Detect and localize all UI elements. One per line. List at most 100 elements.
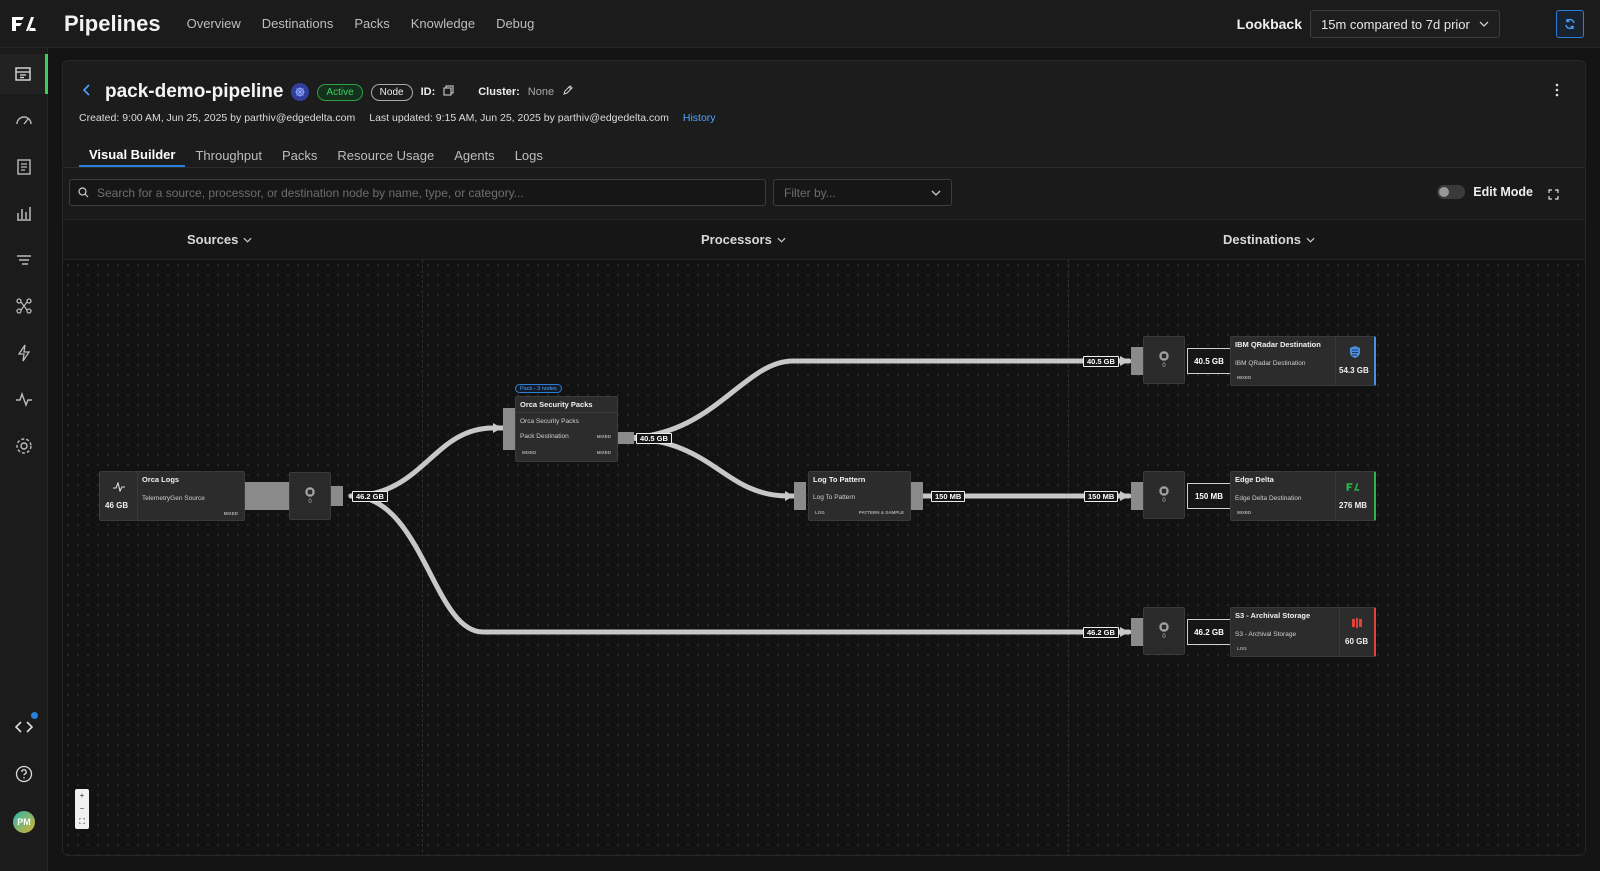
refresh-icon [1565,18,1575,30]
destination-node-edge-delta[interactable]: Edge Delta Edge Delta Destination MIXED … [1230,471,1376,521]
edit-pencil-icon[interactable] [562,83,573,101]
tab-throughput[interactable]: Throughput [195,147,262,163]
destination-chip[interactable]: 0 [1143,607,1185,655]
chevron-down-icon [243,237,252,243]
user-avatar[interactable]: PM [13,811,35,833]
nav-destinations[interactable]: Destinations [261,16,334,31]
cluster-label: Cluster: [478,86,520,98]
type-badge: Node [370,83,413,101]
chip-count: 0 [1162,363,1166,369]
processor-node-log-to-pattern[interactable]: Log To Pattern Log To Pattern LOG PATTER… [808,471,911,521]
rail-pipelines[interactable] [0,54,48,94]
tab-agents[interactable]: Agents [454,147,495,163]
edge-label-to-qradar: 40.5 GB [1083,356,1119,367]
output-port[interactable] [331,486,343,506]
updated-info: Last updated: 9:15 AM, Jun 25, 2025 by p… [369,112,669,124]
pack-output-port[interactable] [618,432,634,444]
s3-input-volume: 46.2 GB [1187,619,1231,645]
fit-view-icon[interactable]: ⛶ [79,817,85,826]
edge-pack-to-pattern [620,435,797,499]
qradar-input-port[interactable] [1131,347,1143,375]
edge-source-to-pack [348,425,506,499]
rail-filters[interactable] [0,240,48,280]
edge-source-to-s3 [348,493,1132,635]
tab-visual-builder[interactable]: Visual Builder [79,143,186,167]
zoom-out-icon[interactable]: − [79,804,85,813]
node-subtitle: TelemetryGen Source [142,495,205,502]
rail-metrics[interactable] [0,193,48,233]
history-link[interactable]: History [682,112,716,124]
rail-graph[interactable] [0,286,48,326]
nav-debug[interactable]: Debug [496,16,535,31]
nav-knowledge[interactable]: Knowledge [410,16,476,31]
node-title: Edge Delta [1235,475,1274,484]
source-node-orca-logs[interactable]: 46 GB Orca Logs TelemetryGen Source MIXE… [99,471,245,521]
destination-node-qradar[interactable]: IBM QRadar Destination IBM QRadar Destin… [1230,336,1376,386]
nav-overview[interactable]: Overview [186,16,241,31]
tab-logs[interactable]: Logs [514,147,543,163]
destination-chip[interactable]: 0 [1143,471,1185,519]
tab-resource-usage[interactable]: Resource Usage [337,147,435,163]
rail-settings[interactable] [0,426,48,466]
gauge-icon [16,116,32,125]
rail-triggers[interactable] [0,333,48,373]
destination-node-s3[interactable]: S3 - Archival Storage S3 - Archival Stor… [1230,607,1376,657]
lightning-icon [17,344,31,362]
edge-label-to-s3: 46.2 GB [1083,627,1119,638]
app-title: Pipelines [64,10,161,36]
lookback-label: Lookback [1236,16,1302,32]
node-title: S3 - Archival Storage [1235,611,1311,620]
edge-delta-logo[interactable] [0,0,48,48]
created-info: Created: 9:00 AM, Jun 25, 2025 by parthi… [79,112,356,124]
cpu-icon [1159,486,1169,496]
sources-column-header[interactable]: Sources [187,232,252,247]
refresh-button[interactable] [1556,10,1584,38]
filter-select[interactable]: Filter by... [773,179,952,206]
pack-badge[interactable]: Pack - 3 nodes [515,384,562,393]
tab-packs[interactable]: Packs [281,147,318,163]
more-options-icon[interactable] [1555,83,1559,102]
node-title: Log To Pattern [813,475,866,484]
processor-chip[interactable]: 0 [289,472,331,520]
edit-mode-toggle[interactable] [1437,185,1466,199]
rail-help[interactable] [0,754,48,794]
node-divider [1339,608,1340,656]
pack-input-port[interactable] [503,408,515,450]
column-headers: Sources Processors Destinations [63,220,1585,260]
copy-icon[interactable] [443,83,454,101]
node-tag: LOG [1237,646,1247,651]
edge-label-pattern-out: 150 MB [931,491,966,502]
chevron-down-icon [1306,237,1315,243]
lookback-select[interactable]: 15m compared to 7d prior [1310,10,1500,38]
lookback-value: 15m compared to 7d prior [1321,16,1470,32]
tab-divider [63,167,1585,168]
search-input[interactable] [97,185,737,200]
arrow-head [1120,491,1129,501]
network-icon [16,298,32,314]
gear-icon [16,438,32,454]
destinations-column-header[interactable]: Destinations [1223,232,1315,247]
edge-label-to-edgedelta: 150 MB [1084,491,1119,502]
nav-packs[interactable]: Packs [354,16,390,31]
zoom-in-icon[interactable]: + [79,791,85,800]
pattern-output-port[interactable] [911,482,923,510]
processor-node-orca-pack[interactable]: Orca Security Packs Orca Security Packs … [515,396,618,462]
destination-chip[interactable]: 0 [1143,336,1185,384]
destination-volume: 54.3 GB [1339,366,1369,375]
rail-developer[interactable] [0,707,48,747]
pattern-input-port[interactable] [794,482,806,510]
fullscreen-icon[interactable] [1548,187,1559,205]
pipeline-canvas[interactable]: Sources Processors Destinations [63,220,1585,855]
source-output-port[interactable] [245,482,289,510]
edgedelta-input-port[interactable] [1131,482,1143,510]
filter-lines-icon [17,255,31,265]
edit-mode-control: Edit Mode [1437,185,1533,199]
s3-input-port[interactable] [1131,618,1143,646]
rail-logs[interactable] [0,147,48,187]
processors-column-header[interactable]: Processors [701,232,786,247]
node-title: Orca Security Packs [520,400,593,409]
back-chevron-icon[interactable] [82,83,91,101]
rail-dashboard[interactable] [0,100,48,140]
edge-label-source-out: 46.2 GB [352,491,388,502]
rail-activity[interactable] [0,379,48,419]
